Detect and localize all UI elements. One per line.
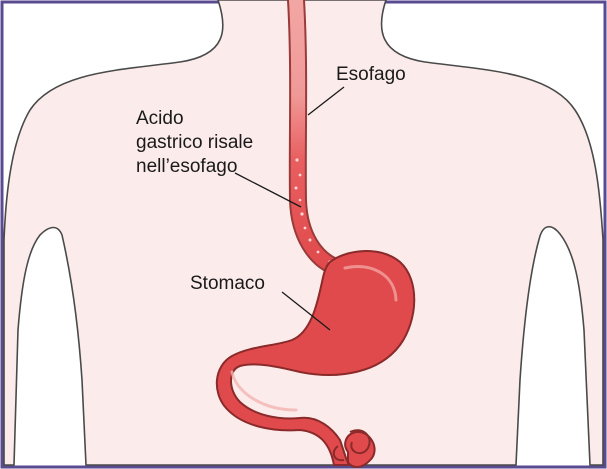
label-acid-line3: nell’esofago [136,156,237,177]
label-esophagus: Esofago [336,64,406,85]
label-acid-line1: Acido [136,108,184,129]
label-acid-line2: gastrico risale [136,132,253,153]
label-stomach: Stomaco [190,273,265,294]
